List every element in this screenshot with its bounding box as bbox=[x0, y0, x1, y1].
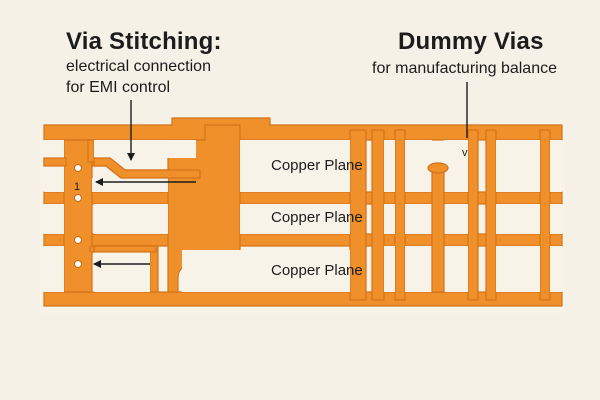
gap-a bbox=[94, 140, 196, 158]
dummy-vias-title: Dummy Vias bbox=[398, 28, 544, 55]
gap-left-2 bbox=[44, 166, 64, 192]
via-hole-2 bbox=[74, 194, 82, 202]
gap-left-1 bbox=[44, 140, 64, 158]
lower-left-pad-side bbox=[149, 245, 159, 293]
gap-g bbox=[182, 250, 350, 292]
dummy-via-barrel-redraw bbox=[431, 167, 445, 293]
via-stitching-line-1: electrical connection bbox=[66, 58, 211, 75]
copper-plane-label-3: Copper Plane bbox=[271, 262, 363, 279]
via-stitching-line-2: for EMI control bbox=[66, 79, 171, 96]
right-column-6 bbox=[539, 129, 551, 301]
via-index-marker: 1 bbox=[74, 181, 81, 193]
gap-c bbox=[94, 252, 150, 292]
gap-h bbox=[384, 140, 395, 192]
gap-u bbox=[496, 246, 540, 292]
plane-rail-2 bbox=[43, 233, 563, 247]
dummy-via-pad-redraw bbox=[427, 162, 449, 174]
gap-r bbox=[384, 246, 395, 292]
gap-q bbox=[550, 204, 562, 234]
dummy-via-tick: v bbox=[462, 147, 468, 159]
gap-d bbox=[92, 178, 168, 192]
dummy-vias-subtitle: for manufacturing balance bbox=[372, 60, 557, 77]
gap-k bbox=[496, 140, 540, 192]
gap-o bbox=[444, 204, 468, 234]
left-vertical-1 bbox=[87, 139, 95, 163]
gap-left-4 bbox=[44, 246, 64, 292]
right-column-2 bbox=[371, 129, 385, 301]
via-hole-1 bbox=[74, 164, 82, 172]
stitching-via-barrel bbox=[63, 139, 93, 293]
gap-m bbox=[384, 204, 395, 234]
angled-trace-redraw bbox=[93, 157, 201, 179]
gap-e bbox=[240, 140, 350, 192]
gap-left-3 bbox=[44, 204, 64, 234]
top-copper-layer bbox=[43, 117, 563, 141]
bottom-copper-layer bbox=[43, 291, 563, 307]
copper-plane-label-2: Copper Plane bbox=[271, 209, 363, 226]
plane-rail-1 bbox=[43, 191, 563, 205]
right-column-3 bbox=[394, 129, 406, 301]
gap-p bbox=[496, 204, 540, 234]
gap-l bbox=[550, 140, 562, 192]
gap-i bbox=[405, 140, 432, 192]
gap-t bbox=[444, 246, 468, 292]
lower-left-pad-redraw bbox=[93, 245, 157, 253]
via-hole-3 bbox=[74, 236, 82, 244]
copper-plane-label-1: Copper Plane bbox=[271, 157, 363, 174]
right-column-4 bbox=[467, 129, 479, 301]
right-column-5 bbox=[485, 129, 497, 301]
via-stitching-title: Via Stitching: bbox=[66, 28, 222, 55]
gap-n bbox=[405, 204, 432, 234]
gap-j bbox=[444, 140, 468, 192]
via-hole-4 bbox=[74, 260, 82, 268]
gap-f bbox=[240, 204, 350, 234]
left-trace-top-redraw bbox=[43, 157, 67, 167]
gap-v bbox=[550, 246, 562, 292]
gap-s bbox=[405, 246, 432, 292]
gap-b bbox=[94, 204, 168, 234]
